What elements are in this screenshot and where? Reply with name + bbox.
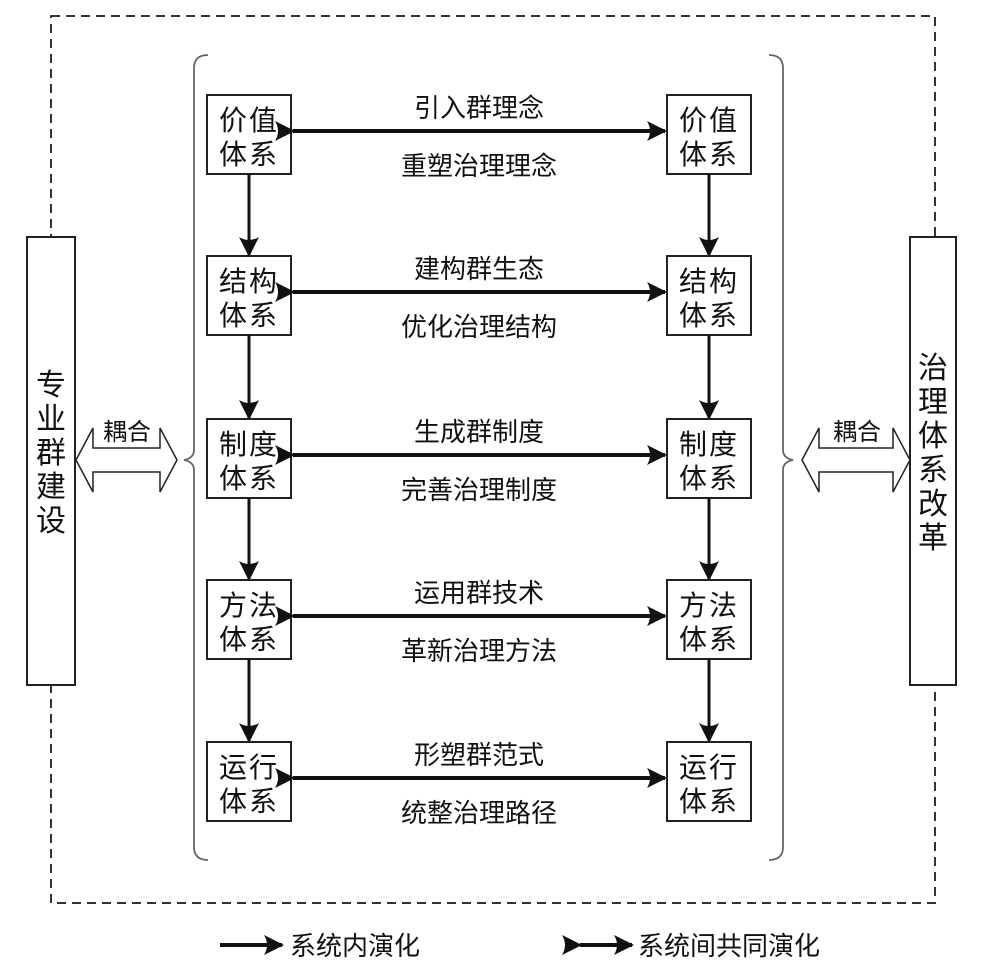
row-top-label: 引入群理念 [414, 94, 544, 124]
row-bottom-label: 重塑治理理念 [401, 152, 557, 182]
row-bottom-label: 革新治理方法 [401, 637, 557, 667]
vertical-label-char: 理 [918, 385, 948, 420]
right-subsystem-name: 结构 [679, 265, 739, 298]
left-bracket [183, 54, 209, 861]
left-subsystem-name: 运行 [219, 751, 279, 784]
row-bottom-label: 完善治理制度 [401, 476, 557, 506]
legend-single-arrow-label: 系统内演化 [290, 932, 420, 962]
vertical-label-char: 改 [918, 487, 948, 522]
vertical-label-char: 革 [918, 521, 948, 556]
right-subsystem-suffix: 体系 [679, 299, 739, 332]
left-subsystem-suffix: 体系 [219, 299, 279, 332]
left-subsystem-name: 价值 [219, 104, 279, 137]
vertical-label-char: 业 [36, 402, 66, 437]
right-subsystem-box [666, 94, 752, 175]
left-subsystem-name: 制度 [219, 428, 279, 461]
row-bottom-label: 统整治理路径 [401, 799, 557, 829]
vertical-label-char: 体 [918, 419, 948, 454]
right-subsystem-suffix: 体系 [679, 623, 739, 656]
right-subsystem-suffix: 体系 [679, 138, 739, 171]
vertical-label-char: 治 [918, 351, 948, 386]
vertical-label-char: 设 [36, 504, 66, 539]
row-bottom-label: 优化治理结构 [401, 313, 557, 343]
row-top-label: 形塑群范式 [414, 741, 544, 771]
right-subsystem-suffix: 体系 [679, 785, 739, 818]
right-subsystem-name: 方法 [679, 589, 739, 622]
vertical-label-char: 群 [36, 436, 66, 471]
right-subsystem-name: 价值 [679, 104, 739, 137]
row-top-label: 生成群制度 [414, 418, 544, 448]
left-coupling-arrow [75, 427, 178, 493]
right-bracket [768, 54, 794, 861]
left-system-box [26, 236, 76, 686]
legend-double-arrow-label: 系统间共同演化 [638, 932, 820, 962]
vertical-label-char: 系 [918, 453, 948, 488]
left-subsystem-suffix: 体系 [219, 785, 279, 818]
row-top-label: 运用群技术 [414, 579, 544, 609]
vertical-label-char: 建 [36, 470, 66, 505]
right-subsystem-box [666, 741, 752, 822]
right-system-box [909, 236, 957, 686]
vertical-label-char: 专 [36, 368, 66, 403]
right-subsystem-name: 制度 [679, 428, 739, 461]
left-subsystem-name: 结构 [219, 265, 279, 298]
right-coupling-label: 耦合 [833, 418, 881, 446]
left-subsystem-suffix: 体系 [219, 623, 279, 656]
left-coupling-label: 耦合 [103, 418, 151, 446]
row-top-label: 建构群生态 [414, 255, 544, 285]
right-coupling-arrow [801, 427, 911, 493]
left-subsystem-suffix: 体系 [219, 462, 279, 495]
right-subsystem-name: 运行 [679, 751, 739, 784]
right-subsystem-suffix: 体系 [679, 462, 739, 495]
right-subsystem-box [666, 255, 752, 336]
left-subsystem-name: 方法 [219, 589, 279, 622]
left-subsystem-suffix: 体系 [219, 138, 279, 171]
legend: 系统内演化 系统间共同演化 [220, 932, 820, 962]
